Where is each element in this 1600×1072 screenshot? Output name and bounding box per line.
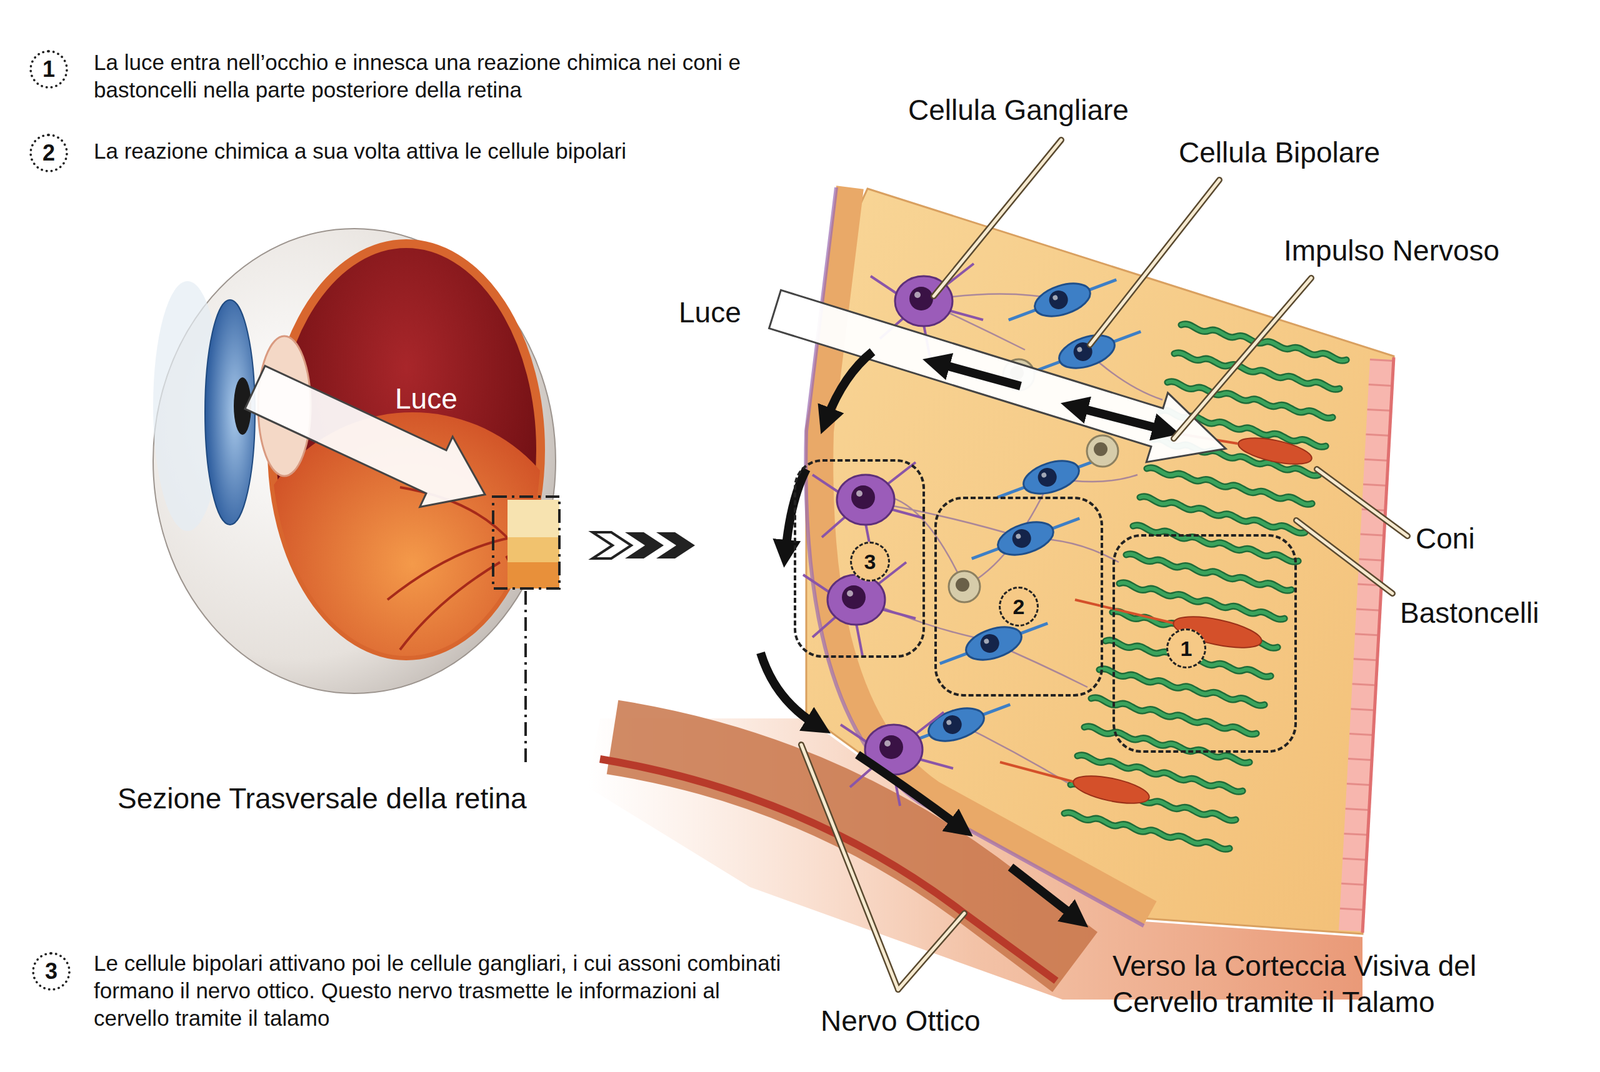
light-arrow [238, 352, 502, 530]
part-label: Luce [395, 381, 458, 418]
cone-axon [1000, 762, 1075, 783]
step-description: La reazione chimica a sua volta attiva l… [93, 137, 782, 165]
impulse-arrow [857, 755, 960, 827]
amacrine-cell [1086, 435, 1119, 467]
callout-number: 2 [1013, 596, 1025, 618]
nerve-fiber-layer [819, 187, 1150, 914]
retina-layer [507, 500, 560, 538]
section-label: Sezione Trasversale della retina [117, 781, 527, 818]
retina-strip [507, 500, 560, 589]
step-circle: 2 [29, 133, 69, 173]
chevron [656, 532, 695, 559]
callout-circle: 3 [850, 541, 890, 582]
eyeball [153, 228, 582, 767]
callout-circle: 2 [998, 586, 1039, 627]
callout-number: 2 [42, 141, 55, 165]
part-label: Nervo Ottico [820, 1003, 981, 1040]
callout-number: 1 [1180, 638, 1193, 660]
leader-line [801, 745, 899, 990]
part-label: Cellula Gangliare [908, 92, 1129, 129]
leader-lines [801, 140, 1408, 990]
leader-line [898, 913, 965, 990]
light-arrow-shape [238, 352, 502, 530]
leader-line [1316, 469, 1408, 537]
part-label: Cellula Bipolare [1178, 135, 1380, 172]
leader-line [898, 913, 965, 990]
callout-number: 3 [864, 551, 877, 573]
leader-line [1090, 180, 1220, 345]
leader-line [933, 140, 1062, 297]
light-arrow-shape [764, 275, 1237, 484]
bipolar-cell [934, 612, 1053, 676]
bipolar-cell [966, 507, 1085, 571]
leader-line [801, 745, 899, 990]
cone-axon [1075, 600, 1175, 624]
cone-cell [1236, 433, 1314, 470]
leader-line [1296, 520, 1393, 594]
leader-line [1316, 469, 1408, 537]
bipolar-cell [1003, 268, 1122, 332]
chevron [592, 532, 632, 559]
impulse-arrow [1010, 867, 1075, 918]
retina-layer [507, 500, 560, 589]
step-description: Le cellule bipolari attivano poi le cell… [93, 950, 782, 1032]
destination-label: Verso la Corteccia Visiva del Cervello t… [1112, 948, 1575, 1021]
callout-number: 3 [45, 960, 58, 984]
impulse-arrow [938, 363, 1021, 387]
part-label: Luce [678, 295, 742, 332]
impulse-arrow [1076, 407, 1164, 430]
impulse-arrow [760, 653, 817, 725]
part-label: Bastoncelli [1400, 595, 1539, 632]
region-box: 3 [793, 459, 925, 659]
retina-section [587, 140, 1408, 1000]
retina-layer [507, 537, 560, 563]
light-arrow [764, 275, 1237, 484]
zoom-chevrons [592, 532, 695, 559]
cone-cell [1071, 771, 1152, 810]
chevron [625, 532, 664, 559]
leader-line [1296, 520, 1393, 594]
retina-tissue [806, 188, 1394, 935]
leader-outline [801, 140, 1408, 990]
callout-number: 1 [42, 58, 55, 81]
inner-membrane [805, 187, 1144, 927]
amacrine-cell [948, 571, 980, 603]
part-label: Impulso Nervoso [1283, 233, 1500, 270]
part-label: Coni [1415, 521, 1475, 558]
impulse-arrows [760, 351, 1164, 918]
rod-cell [1063, 811, 1230, 851]
leader-line [1173, 278, 1312, 439]
section-leader [524, 591, 527, 767]
impulse-arrow [826, 351, 873, 419]
region-box: 1 [1112, 534, 1297, 754]
iris [205, 300, 255, 525]
blood-vessel [387, 487, 517, 663]
pigment-edge [1362, 357, 1394, 934]
leader-fill [801, 140, 1408, 990]
leader-line [933, 140, 1062, 297]
step-description: La luce entra nell’occhio e innesca una … [93, 48, 782, 104]
section-marker [493, 496, 560, 589]
step-circle: 3 [31, 952, 71, 992]
region-box: 2 [934, 496, 1104, 697]
leader-line [1090, 180, 1220, 345]
callout-circle: 1 [1166, 628, 1207, 669]
step-circle: 1 [29, 50, 69, 89]
leader-line [1173, 278, 1312, 439]
